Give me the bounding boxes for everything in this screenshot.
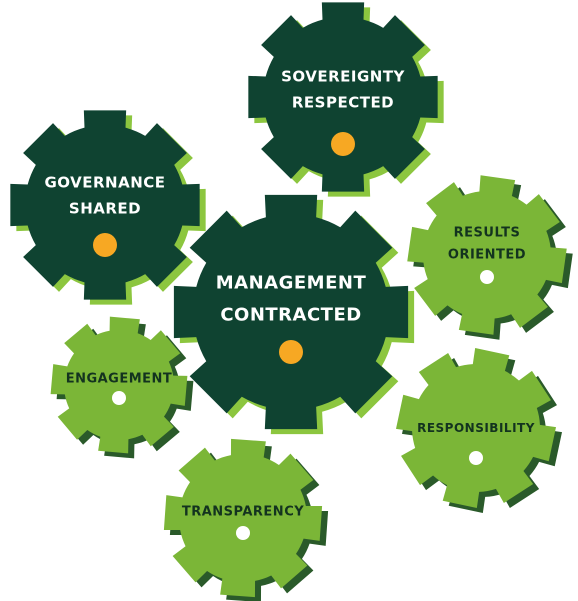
- gear-body: [173, 194, 409, 430]
- gear-transparency: TRANSPARENCY: [163, 438, 329, 601]
- gear-label-sovereignty: RESPECTED: [292, 93, 394, 111]
- gear-body: [163, 438, 323, 598]
- gear-dot: [469, 451, 483, 465]
- gear-engagement: ENGAGEMENT: [50, 316, 194, 459]
- gear-label-management: MANAGEMENT: [216, 272, 367, 293]
- gear-dot: [480, 270, 494, 284]
- gear-dot: [93, 233, 117, 257]
- gear-results: RESULTS ORIENTED: [407, 175, 573, 340]
- gear-management: MANAGEMENT CONTRACTED: [173, 194, 415, 435]
- gear-label-responsibility: RESPONSIBILITY: [417, 421, 535, 435]
- gear-dot: [331, 132, 355, 156]
- gear-dot: [112, 391, 126, 405]
- gear-label-results: ORIENTED: [448, 248, 526, 263]
- gear-dot: [236, 526, 250, 540]
- gear-body: [396, 348, 556, 508]
- gear-body: [407, 175, 567, 335]
- gear-label-sovereignty: SOVEREIGNTY: [281, 67, 405, 85]
- gear-body: [10, 110, 200, 300]
- gear-label-results: RESULTS: [454, 226, 521, 241]
- gear-label-governance: GOVERNANCE: [44, 173, 165, 191]
- gear-label-management: CONTRACTED: [220, 304, 361, 325]
- gear-label-governance: SHARED: [69, 199, 141, 217]
- gear-label-engagement: ENGAGEMENT: [66, 372, 173, 387]
- gear-responsibility: RESPONSIBILITY: [396, 348, 562, 513]
- gear-governance: GOVERNANCE SHARED: [10, 110, 206, 305]
- gear-sovereignty: SOVEREIGNTY RESPECTED: [248, 2, 444, 197]
- gear-label-transparency: TRANSPARENCY: [182, 505, 304, 520]
- gear-body: [248, 2, 438, 192]
- gear-body: [50, 316, 188, 454]
- gear-dot: [279, 340, 303, 364]
